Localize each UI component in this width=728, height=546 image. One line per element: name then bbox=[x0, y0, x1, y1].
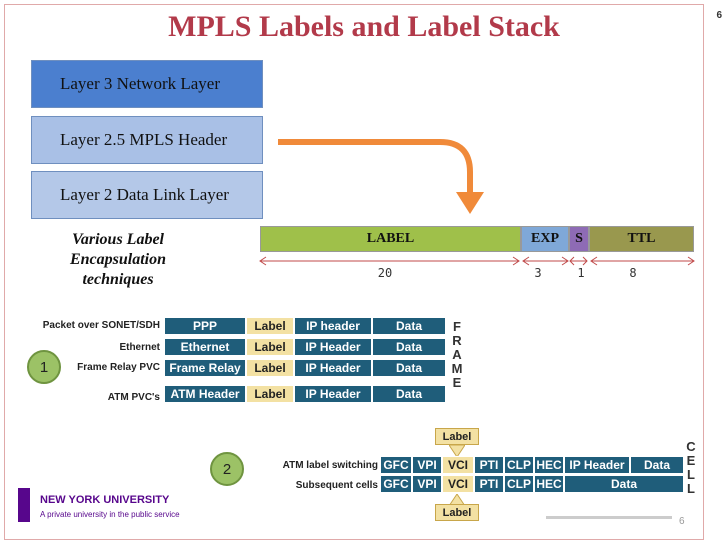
frame-label-cell: Label bbox=[246, 385, 294, 403]
page-number-top: 6 bbox=[716, 10, 722, 21]
encapsulation-caption: Various Label Encapsulation techniques bbox=[69, 231, 167, 288]
badge-one: 1 bbox=[27, 350, 61, 384]
exp-field: EXP bbox=[521, 226, 569, 252]
frame-letter: E bbox=[452, 375, 462, 390]
exp-bits: 3 bbox=[534, 266, 542, 280]
atm-cell: PTI bbox=[474, 456, 504, 474]
slide-title: MPLS Labels and Label Stack bbox=[168, 10, 560, 43]
atm-cell: GFC bbox=[380, 456, 412, 474]
frame-cell: Data bbox=[372, 317, 446, 335]
mpls-header-arrow bbox=[278, 139, 484, 214]
atm-vci-cell: VCI bbox=[442, 456, 474, 474]
frame-cell: ATM Header bbox=[164, 385, 246, 403]
frame-letter: M bbox=[451, 361, 463, 376]
atm-cell: VPI bbox=[412, 475, 442, 493]
page-number-bottom: 6 bbox=[679, 516, 685, 527]
cell-letter: C bbox=[686, 439, 696, 454]
atm-row-label: ATM label switching bbox=[282, 460, 378, 471]
atm-cell: VPI bbox=[412, 456, 442, 474]
frame-row-label: Packet over SONET/SDH bbox=[42, 320, 160, 331]
frame-cell: Data bbox=[372, 338, 446, 356]
frame-cell: Frame Relay bbox=[164, 359, 246, 377]
ttl-field: TTL bbox=[589, 226, 694, 252]
atm-cell: CLP bbox=[504, 456, 534, 474]
atm-cell: CLP bbox=[504, 475, 534, 493]
footnote-line bbox=[546, 516, 672, 519]
frame-letter: R bbox=[452, 333, 462, 348]
frame-label-cell: Label bbox=[246, 359, 294, 377]
atm-cell: PTI bbox=[474, 475, 504, 493]
cell-letter: L bbox=[687, 467, 695, 482]
label-callout-bottom: Label bbox=[435, 504, 479, 521]
s-field: S bbox=[569, 226, 589, 252]
atm-cell: GFC bbox=[380, 475, 412, 493]
frame-letter: F bbox=[453, 319, 461, 334]
up-arrow-icon bbox=[449, 494, 465, 506]
frame-row-label: Ethernet bbox=[119, 342, 160, 353]
nyu-torch-logo bbox=[18, 488, 30, 522]
layer-3-box: Layer 3 Network Layer bbox=[31, 60, 263, 108]
bit-width-lines bbox=[259, 256, 695, 266]
atm-cell: HEC bbox=[534, 456, 564, 474]
frame-cell: IP Header bbox=[294, 359, 372, 377]
layer-2-box: Layer 2 Data Link Layer bbox=[31, 171, 263, 219]
atm-cell: Data bbox=[564, 475, 684, 493]
frame-letter: A bbox=[452, 347, 462, 362]
atm-cell: Data bbox=[630, 456, 684, 474]
label-bits: 20 bbox=[377, 266, 393, 280]
frame-cell: IP header bbox=[294, 317, 372, 335]
atm-vci-cell: VCI bbox=[442, 475, 474, 493]
frame-cell: Data bbox=[372, 359, 446, 377]
badge-two: 2 bbox=[210, 452, 244, 486]
frame-label-cell: Label bbox=[246, 317, 294, 335]
frame-cell: IP Header bbox=[294, 338, 372, 356]
layer-2-5-box: Layer 2.5 MPLS Header bbox=[31, 116, 263, 164]
atm-cell: HEC bbox=[534, 475, 564, 493]
nyu-name: NEW YORK UNIVERSITY bbox=[40, 494, 170, 506]
cell-letter: L bbox=[687, 481, 695, 496]
label-callout-top: Label bbox=[435, 428, 479, 445]
frame-cell: IP Header bbox=[294, 385, 372, 403]
frame-vertical-label: F R A M E bbox=[450, 320, 464, 390]
label-field: LABEL bbox=[260, 226, 521, 252]
frame-cell: Data bbox=[372, 385, 446, 403]
s-bits: 1 bbox=[577, 266, 585, 280]
frame-cell: Ethernet bbox=[164, 338, 246, 356]
ttl-bits: 8 bbox=[629, 266, 637, 280]
frame-row-label: ATM PVC's bbox=[107, 392, 160, 403]
cell-letter: E bbox=[686, 453, 696, 468]
atm-row-label: Subsequent cells bbox=[295, 480, 378, 491]
frame-row-label: Frame Relay PVC bbox=[77, 362, 160, 373]
nyu-tagline: A private university in the public servi… bbox=[40, 510, 180, 519]
slide-border bbox=[4, 4, 704, 540]
down-arrow-icon bbox=[449, 445, 465, 457]
cell-vertical-label: C E L L bbox=[684, 440, 698, 496]
frame-cell: PPP bbox=[164, 317, 246, 335]
frame-label-cell: Label bbox=[246, 338, 294, 356]
atm-cell: IP Header bbox=[564, 456, 630, 474]
